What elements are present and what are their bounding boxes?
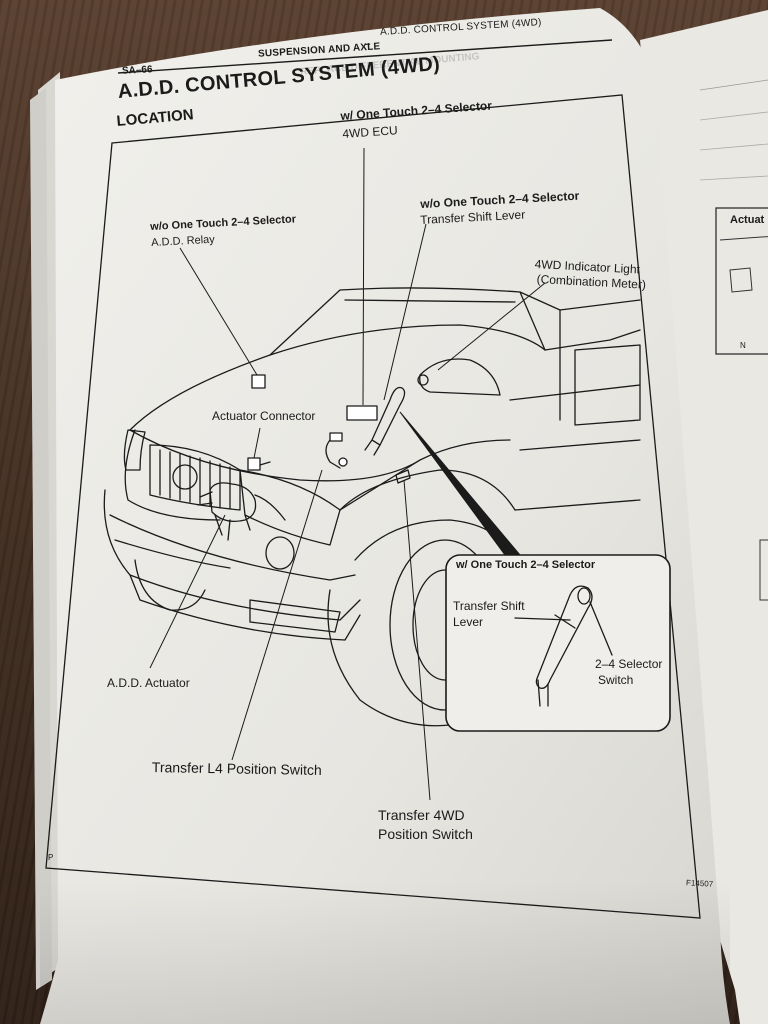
actuator-connector-label: Actuator Connector — [212, 409, 316, 423]
corner-mark: P — [48, 853, 54, 862]
fourwd-switch-sublabel: Position Switch — [378, 826, 473, 842]
inset-lever-sublabel: Lever — [453, 615, 484, 629]
page-number: SA–66 — [121, 64, 153, 77]
right-page-north-mark: N — [740, 341, 746, 350]
right-page-heading: Actuat — [730, 214, 765, 226]
header-rule — [117, 39, 613, 74]
figure-frame — [45, 94, 701, 919]
inset-box — [445, 554, 671, 732]
fourwd-switch-label: Transfer 4WD — [378, 807, 465, 823]
l4-switch-label: Transfer L4 Position Switch — [151, 759, 322, 778]
main-page — [40, 8, 730, 1024]
figure-code: F14507 — [685, 878, 714, 889]
header-dash: – — [364, 38, 372, 51]
inset-selector-label: 2–4 Selector — [595, 657, 663, 671]
truck-line-art — [103, 287, 641, 727]
inset-selector-sublabel: Switch — [598, 673, 634, 687]
inset-lever-art — [514, 585, 613, 707]
right-page-figure-frame — [715, 207, 768, 355]
right-page — [640, 10, 768, 1024]
inset-title: w/ One Touch 2–4 Selector — [456, 559, 596, 571]
inset-lever-label: Transfer Shift — [453, 599, 525, 613]
leader-lines — [149, 147, 546, 801]
actuator-label: A.D.D. Actuator — [107, 676, 190, 690]
